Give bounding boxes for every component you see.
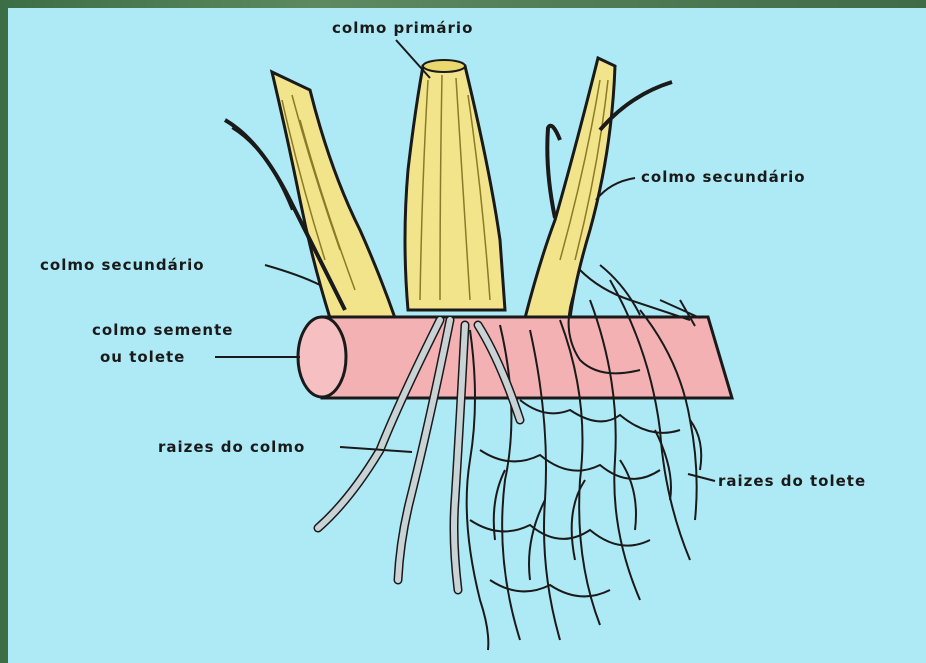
label-raizes-do-tolete: raizes do tolete	[718, 472, 866, 490]
label-colmo-primario: colmo primário	[332, 19, 473, 37]
label-raizes-do-colmo: raizes do colmo	[158, 438, 305, 456]
label-colmo-semente-line2: ou tolete	[100, 348, 185, 366]
label-colmo-secundario-right: colmo secundário	[641, 168, 806, 186]
label-colmo-semente-line1: colmo semente	[92, 321, 233, 339]
right-secondary-stalk	[525, 58, 672, 318]
primary-stalk	[405, 60, 505, 310]
label-colmo-secundario-left: colmo secundário	[40, 256, 205, 274]
sett-stalk	[298, 317, 732, 398]
